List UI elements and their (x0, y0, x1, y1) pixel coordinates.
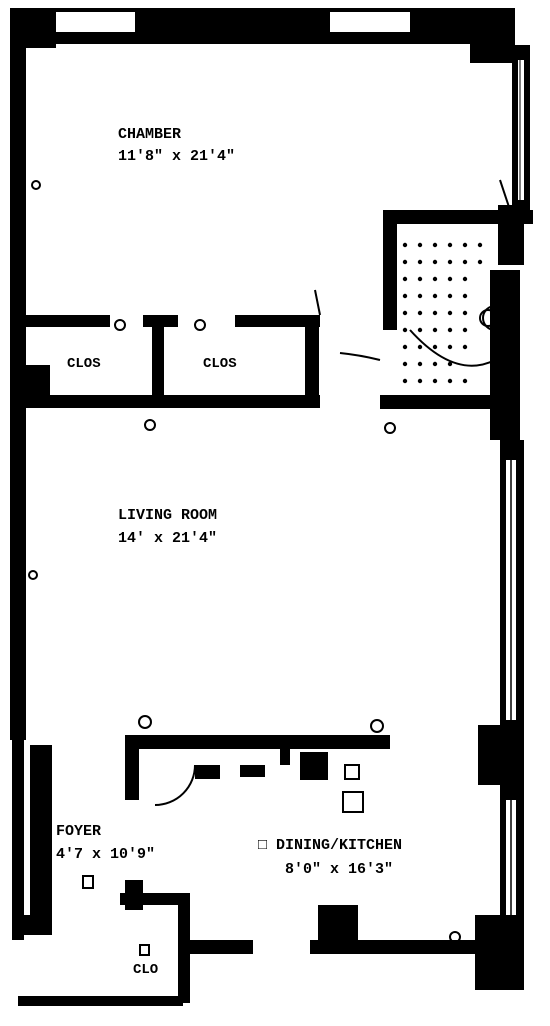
chamber-size: 11'8" x 21'4" (118, 148, 236, 165)
closet-left-label: CLOS (67, 356, 101, 372)
foyer-name: FOYER (56, 823, 102, 840)
foyer-size: 4'7 x 10'9" (56, 846, 156, 863)
foyer-closet-label: CLO (133, 962, 159, 978)
kitchen-counter (125, 735, 390, 749)
closet-wall (20, 315, 110, 327)
dining-kitchen-name-text: DINING/KITCHEN (276, 837, 403, 854)
dining-kitchen-name: □ DINING/KITCHEN (258, 837, 403, 854)
bathroom-tile (402, 242, 483, 384)
living-room-name: LIVING ROOM (118, 507, 218, 524)
dining-kitchen-size: 8'0" x 16'3" (285, 861, 394, 878)
closet-right-label: CLOS (203, 356, 237, 372)
bathroom-wall (383, 210, 533, 224)
living-room-size: 14' x 21'4" (118, 530, 218, 547)
chamber-name: CHAMBER (118, 126, 182, 143)
